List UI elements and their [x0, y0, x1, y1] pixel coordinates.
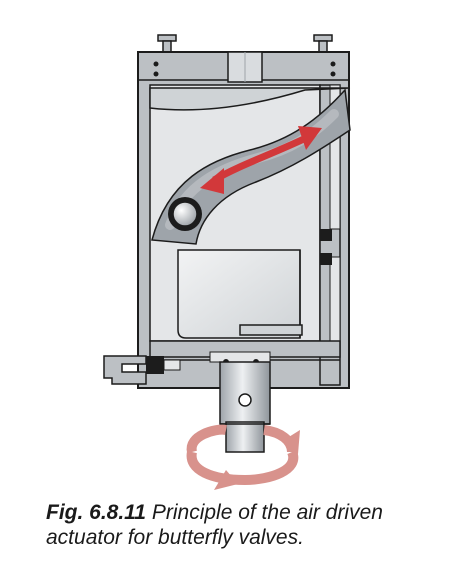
air-inlet-fitting [103, 355, 181, 385]
cam-roller [168, 197, 202, 231]
figure-number: Fig. 6.8.11 [46, 501, 146, 524]
actuator-diagram [103, 34, 351, 490]
cam-body [149, 87, 351, 111]
figure-caption: Fig. 6.8.11 Principle of the air driven … [46, 500, 446, 550]
output-stem [219, 361, 271, 453]
actuator-base [149, 340, 341, 365]
direction-arrow [200, 126, 322, 194]
caption-text: Principle of the air driven actuator for… [46, 501, 383, 549]
rotation-arrow-icon [186, 424, 300, 490]
piston [177, 249, 303, 339]
